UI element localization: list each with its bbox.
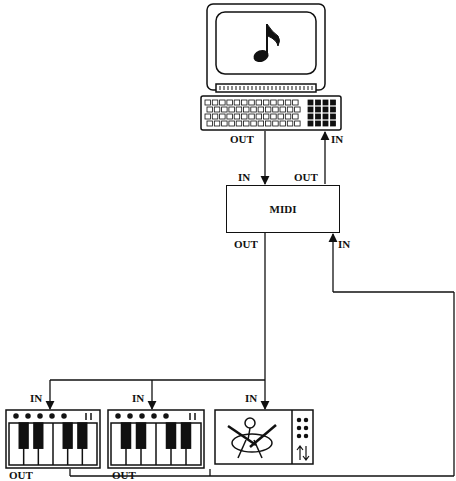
port-label: IN [30,393,42,404]
box-label: MIDI [270,203,297,215]
synthesizer-keyboard [6,410,100,468]
port-label: OUT [112,470,136,481]
port-label: OUT [294,172,318,183]
drum-machine [215,410,313,464]
port-label: IN [132,393,144,404]
port-label: OUT [234,239,258,250]
synthesizer-keyboard [108,410,204,468]
port-label: IN [338,239,350,250]
computer [201,4,341,130]
port-label: IN [238,172,250,183]
interface-box: MIDI [226,185,340,233]
midi-cable [50,131,454,476]
port-label: IN [245,393,257,404]
port-label: OUT [230,134,254,145]
port-label: OUT [9,470,33,481]
port-label: IN [331,134,343,145]
